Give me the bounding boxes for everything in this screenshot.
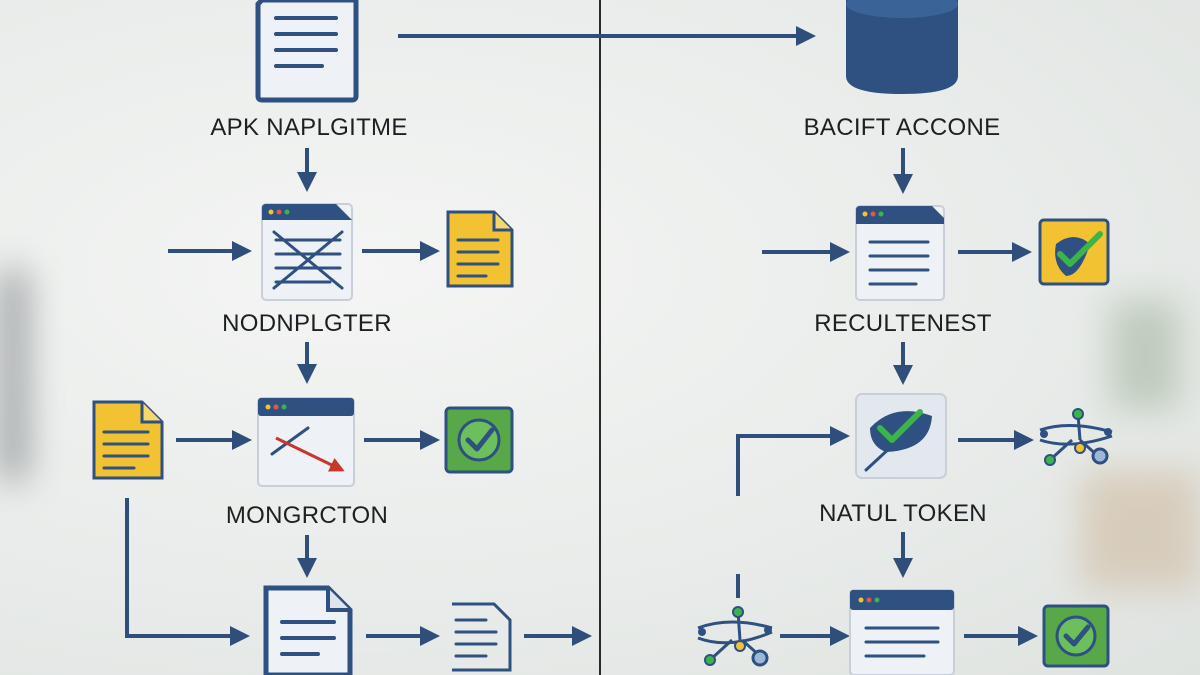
- label-mongrcton: MONGRCTON: [225, 502, 389, 529]
- document-icon: [263, 585, 353, 675]
- small-document-icon: [452, 602, 512, 672]
- arrow-right-loop: [736, 426, 850, 496]
- window-list-icon: [849, 589, 955, 675]
- database-icon: [846, 0, 958, 94]
- label-nodnplgter: NODNPLGTER: [222, 310, 392, 337]
- label-recultenest: RECULTENEST: [814, 310, 992, 337]
- network-nodes-icon: [697, 606, 773, 667]
- label-natul-token: NATUL TOKEN: [819, 500, 987, 527]
- window-list-icon: [855, 205, 945, 301]
- yellow-document-icon: [92, 400, 164, 480]
- label-bacift-accone: BACIFT ACCONE: [803, 114, 1001, 141]
- background-shelf: [1080, 470, 1200, 590]
- document-icon: [255, 0, 359, 103]
- label-apk-naplgitme: APK NAPLGITME: [210, 114, 408, 141]
- yellow-document-icon: [446, 210, 514, 288]
- network-nodes-icon: [1039, 408, 1113, 466]
- green-check-icon: [444, 406, 514, 474]
- window-arrow-icon: [257, 397, 355, 487]
- yellow-check-icon: [1038, 218, 1110, 286]
- background-plant: [1110, 300, 1180, 410]
- arrow-left-loop: [125, 498, 250, 646]
- green-check-icon: [1042, 604, 1110, 668]
- leaf-check-icon: [855, 393, 947, 479]
- window-crossed-icon: [261, 203, 353, 301]
- background-window: [0, 270, 26, 480]
